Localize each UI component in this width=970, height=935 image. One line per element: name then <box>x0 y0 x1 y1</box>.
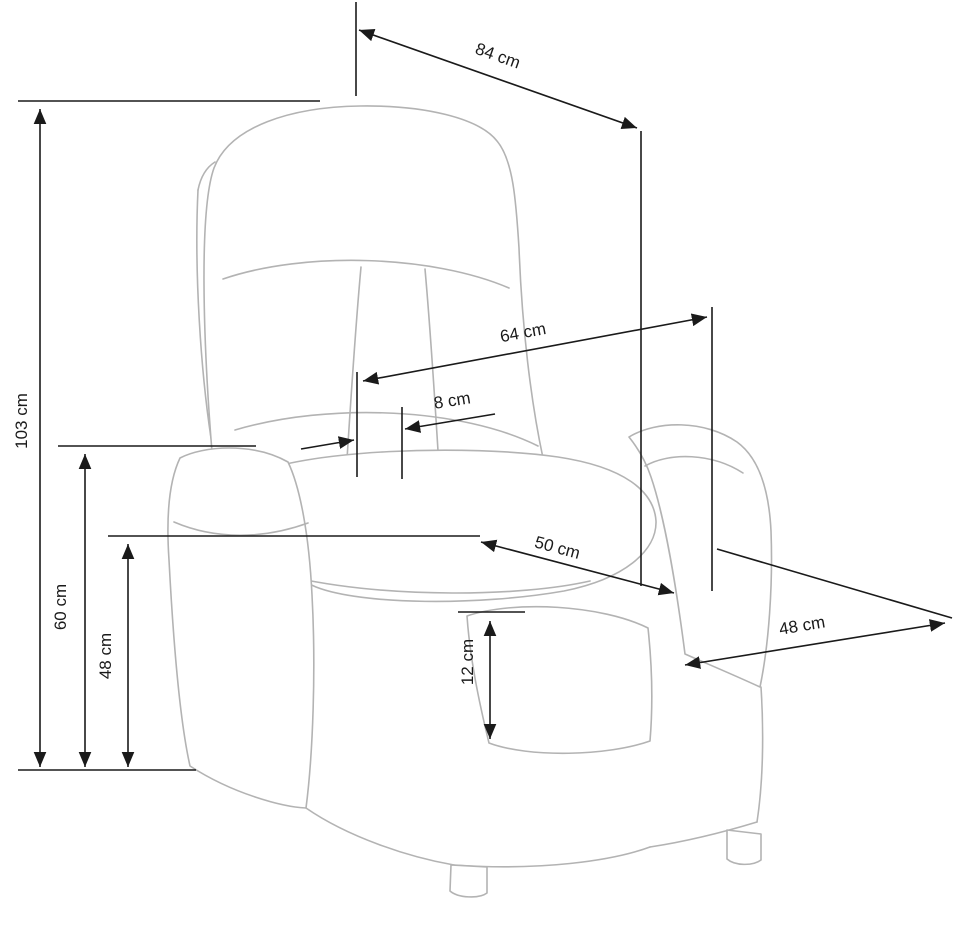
chair-backrest-side-top <box>197 161 216 191</box>
chair-armrest-left-outline <box>167 447 315 809</box>
dim-label-footrest-12: 12 cm <box>458 639 477 685</box>
dim-label-armrest-height-60: 60 cm <box>51 584 70 630</box>
chair-foot-left <box>449 864 488 898</box>
dim-line-offset-8-right <box>404 413 496 433</box>
dim-line-seat-width-48 <box>684 619 946 669</box>
chair-lumbar-seam <box>234 411 539 447</box>
chair-footrest-outline <box>466 605 653 755</box>
chair-base-bottom-right <box>649 821 758 848</box>
chair-headrest-seam <box>222 259 510 289</box>
chair-base-front-left <box>305 807 455 866</box>
ext-seat-right-diagonal <box>716 548 953 619</box>
dim-line-offset-8-left <box>300 436 355 450</box>
chair-armrest-right-seam <box>644 455 744 474</box>
chair-base-bottom <box>453 846 651 868</box>
dim-line-seat-depth-50 <box>480 539 675 596</box>
dim-label-depth-84: 84 cm <box>473 39 523 72</box>
dim-label-seat-height-48: 48 cm <box>96 633 115 679</box>
chair-backrest-side-edge <box>196 189 212 439</box>
dimension-lines <box>33 29 946 767</box>
chair-foot-right <box>726 829 762 866</box>
chair-base-right-edge <box>756 686 764 823</box>
dim-label-seat-width-48: 48 cm <box>778 612 827 638</box>
dim-label-height-103: 103 cm <box>12 393 31 449</box>
dim-line-width-64 <box>362 313 708 385</box>
chair-drawing <box>167 105 773 898</box>
chair-backrest-outline <box>203 105 544 488</box>
dim-line-depth-84 <box>358 29 638 129</box>
